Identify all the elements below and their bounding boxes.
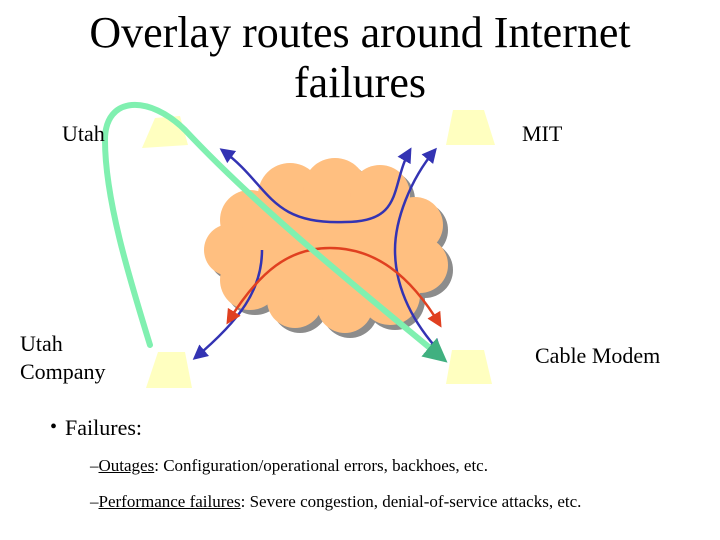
sub-dash: – — [90, 456, 99, 475]
route-lower-left — [192, 249, 264, 360]
route-failed-red — [226, 246, 442, 328]
node-label-mit: MIT — [522, 121, 563, 146]
node-label-utah-company-line2: Company — [20, 359, 106, 384]
sub-text: Configuration/operational errors, backho… — [158, 456, 488, 475]
title-line-1: Overlay routes around Internet — [89, 8, 631, 57]
sub-text: Severe congestion, denial-of-service att… — [245, 492, 582, 511]
sub-term: Performance failures — [98, 492, 241, 511]
node-label-utah: Utah — [62, 121, 105, 146]
node-label-cable-modem: Cable Modem — [535, 343, 661, 368]
node-label-utah-company-line1: Utah — [20, 331, 63, 356]
node-label-utah-company: Utah Company — [20, 330, 106, 386]
overlay-route-green — [101, 102, 448, 363]
bullet-dot-icon: • — [50, 416, 58, 438]
sub-item-outages: –Outages: Configuration/operational erro… — [90, 456, 488, 476]
sub-item-performance: –Performance failures: Severe congestion… — [90, 492, 581, 512]
computer-icon-cable-modem — [446, 350, 492, 384]
sub-sep: : — [154, 456, 159, 475]
sub-sep: : — [240, 492, 246, 511]
sub-dash: – — [90, 492, 99, 511]
computer-icon-utah-company — [146, 352, 192, 388]
network-diagram — [101, 102, 495, 388]
failures-bullet: • Failures: — [50, 415, 142, 441]
title-line-2: failures — [294, 58, 426, 107]
sub-term: Outages — [98, 456, 155, 475]
failures-heading: Failures: — [65, 415, 143, 440]
route-utah-mit — [219, 147, 412, 224]
slide-title: Overlay routes around Internet failures — [0, 8, 720, 108]
computer-icon-utah — [142, 116, 188, 148]
computer-icon-mit — [446, 110, 495, 145]
